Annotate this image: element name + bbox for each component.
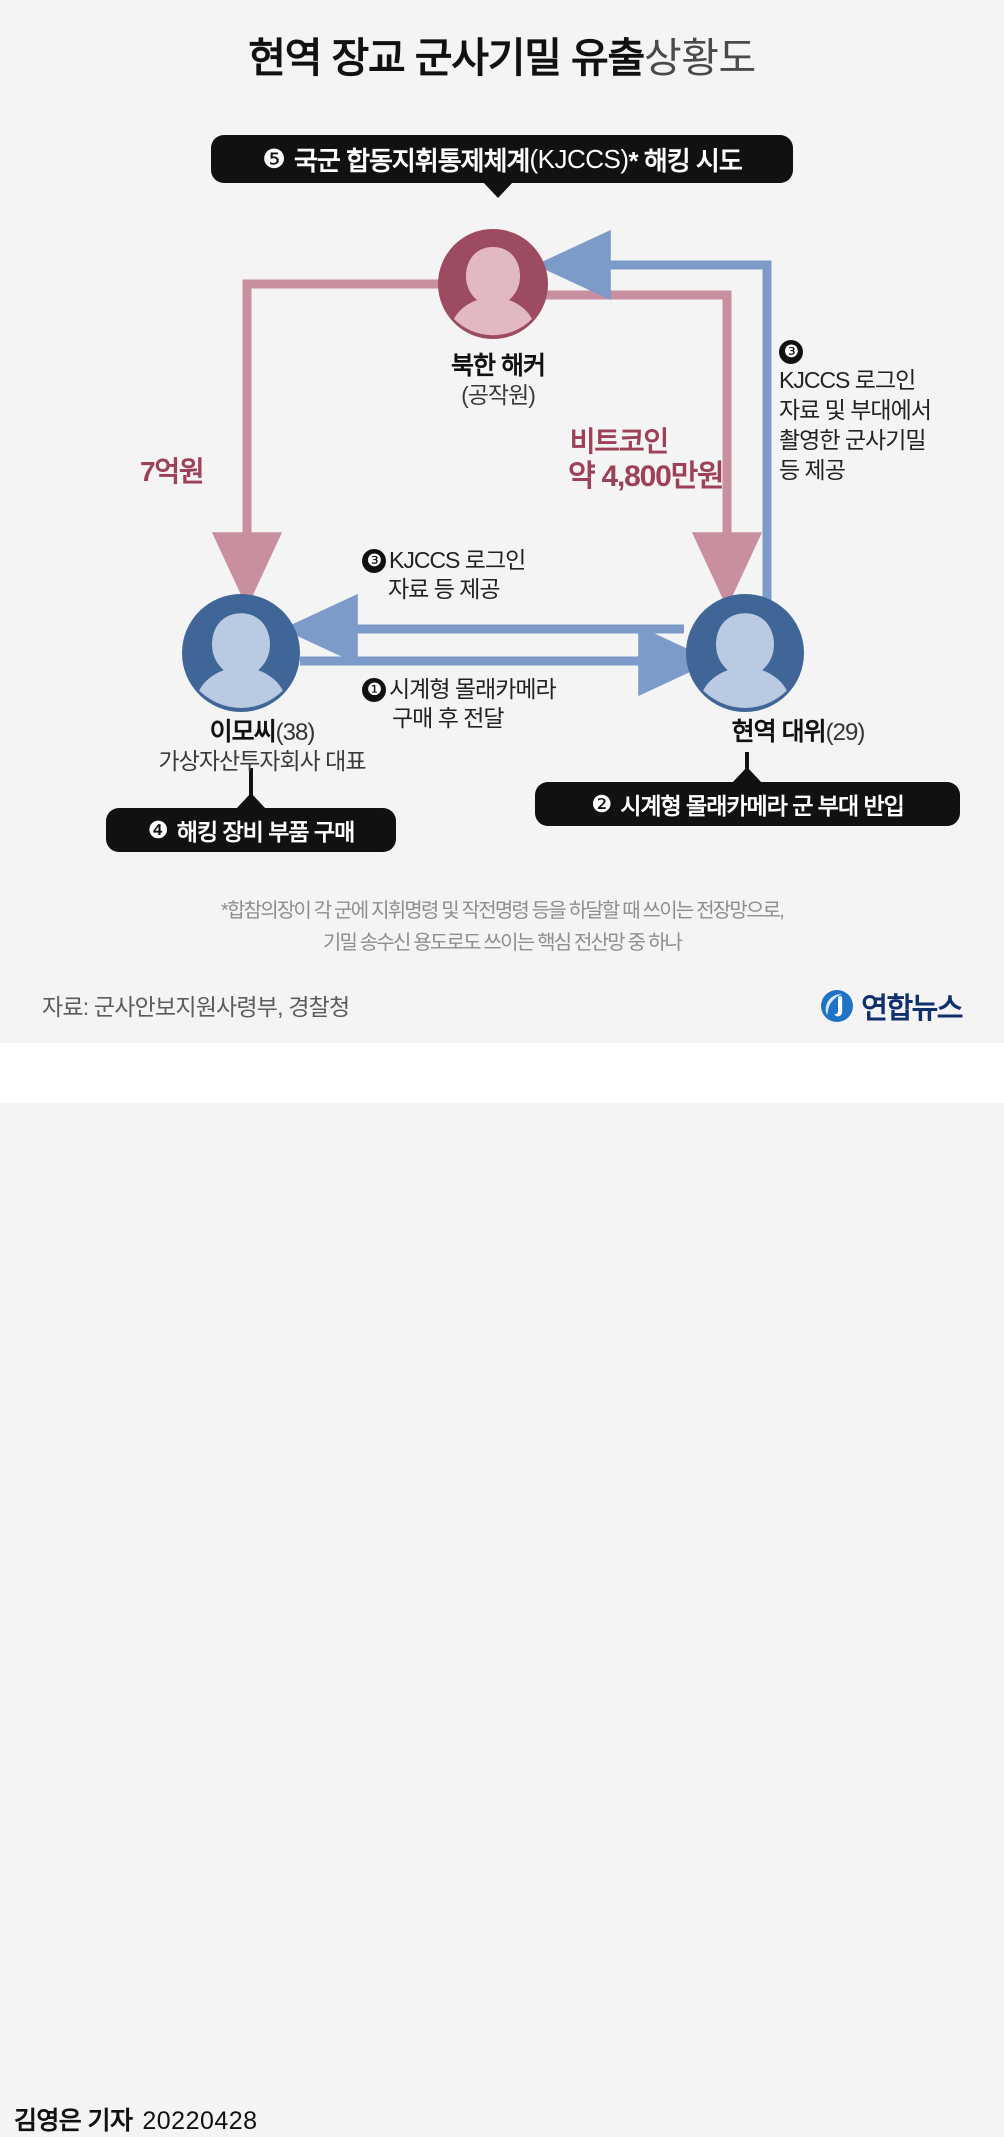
step-number-5: ❺ [262,143,287,174]
step-3-right-line3: 촬영한 군사기밀 [779,426,927,453]
step-number-4: ❹ [147,817,169,843]
hacker-sub: (공작원) [461,381,536,408]
callout-step-4: ❹ 해킹 장비 부품 구매 [106,808,396,852]
callout-step-2-pointer [732,767,762,783]
avatar-lee [182,594,300,712]
money-right-line1: 비트코인 [569,426,669,457]
hacker-name: 북한 해커 [451,352,546,380]
page-title: 현역 장교 군사기밀 유출상황도 [0,33,1004,83]
person-avatar-icon [182,594,300,712]
step-1-center-line2: 구매 후 전달 [392,704,505,731]
person-avatar-icon [438,229,548,339]
node-label-hacker: 북한 해커 (공작원) [378,352,618,409]
callout-step-4-pointer [236,793,266,809]
lee-name: 이모씨 [209,718,277,746]
page-title-main: 현역 장교 군사기밀 유출 [248,35,645,81]
step-number-3-center: ❸ [362,549,386,573]
lee-sub: 가상자산투자회사 대표 [158,747,367,774]
step-number-2: ❷ [591,791,613,817]
avatar-north-korea-hacker [438,229,548,339]
byline: 김영은 기자 20220428 [14,2101,258,2137]
callout-step-5-sub: (KJCCS) [529,143,629,174]
step-3-center-line2: 자료 등 제공 [388,575,501,602]
yonhap-swirl-icon [821,990,854,1022]
node-label-captain: 현역 대위(29) [648,718,948,748]
byline-bar: 김영은 기자 20220428 [0,1043,1004,2135]
step-1-center-line1: 시계형 몰래카메라 [389,676,557,702]
avatar-army-captain [686,594,804,712]
callout-step-5-tail: * 해킹 시도 [628,145,743,176]
callout-step-2: ❷ 시계형 몰래카메라 군 부대 반입 [535,782,960,826]
person-avatar-icon [686,594,804,712]
captain-age: (29) [825,719,866,746]
callout-step-5-pointer [483,182,513,198]
captain-name: 현역 대위 [731,718,827,746]
flow-line-hacker-to-lee [211,279,440,608]
source-text: 자료: 군사안보지원사령부, 경찰청 [42,994,350,1020]
step-3-right-line2: 자료 및 부대에서 [779,396,932,423]
page-title-suffix: 상황도 [644,35,756,81]
byline-reporter: 김영은 기자 [14,2107,133,2135]
footnote: *합참의장이 각 군에 지휘명령 및 작전명령 등을 하달할 때 쓰이는 전장망… [0,895,1004,959]
step-3-right-line1: KJCCS 로그인 [779,367,916,393]
byline-date: 20220428 [142,2107,258,2135]
callout-step-4-text: 해킹 장비 부품 구매 [176,819,355,845]
flow-label-money-right: 비트코인 약 4,800만원 [568,425,725,495]
money-right-line2: 약 4,800만원 [568,459,725,493]
flow-label-money-left: 7억원 [140,455,205,489]
node-label-lee: 이모씨(38) 가상자산투자회사 대표 [92,718,432,775]
callout-step-2-text: 시계형 몰래카메라 군 부대 반입 [620,793,905,819]
footnote-line-2: 기밀 송수신 용도로도 쓰이는 핵심 전산망 중 하나 [322,932,683,954]
callout-step-5-text: 국군 합동지휘통제체계 [294,145,530,176]
step-number-1-center: ❶ [362,678,386,702]
step-number-3-right: ❸ [779,340,803,364]
lee-age: (38) [275,719,316,746]
flow-label-step-3-right: ❸ KJCCS 로그인 자료 및 부대에서 촬영한 군사기밀 등 제공 [779,340,932,486]
yonhap-logo: 연합뉴스 [820,985,963,1027]
step-3-right-line4: 등 제공 [779,456,846,483]
yonhap-logo-text: 연합뉴스 [861,993,963,1025]
step-3-center-line1: KJCCS 로그인 [389,547,526,573]
footnote-line-1: *합참의장이 각 군에 지휘명령 및 작전명령 등을 하달할 때 쓰이는 전장망… [221,900,785,922]
money-left-amount: 7억원 [140,456,205,487]
